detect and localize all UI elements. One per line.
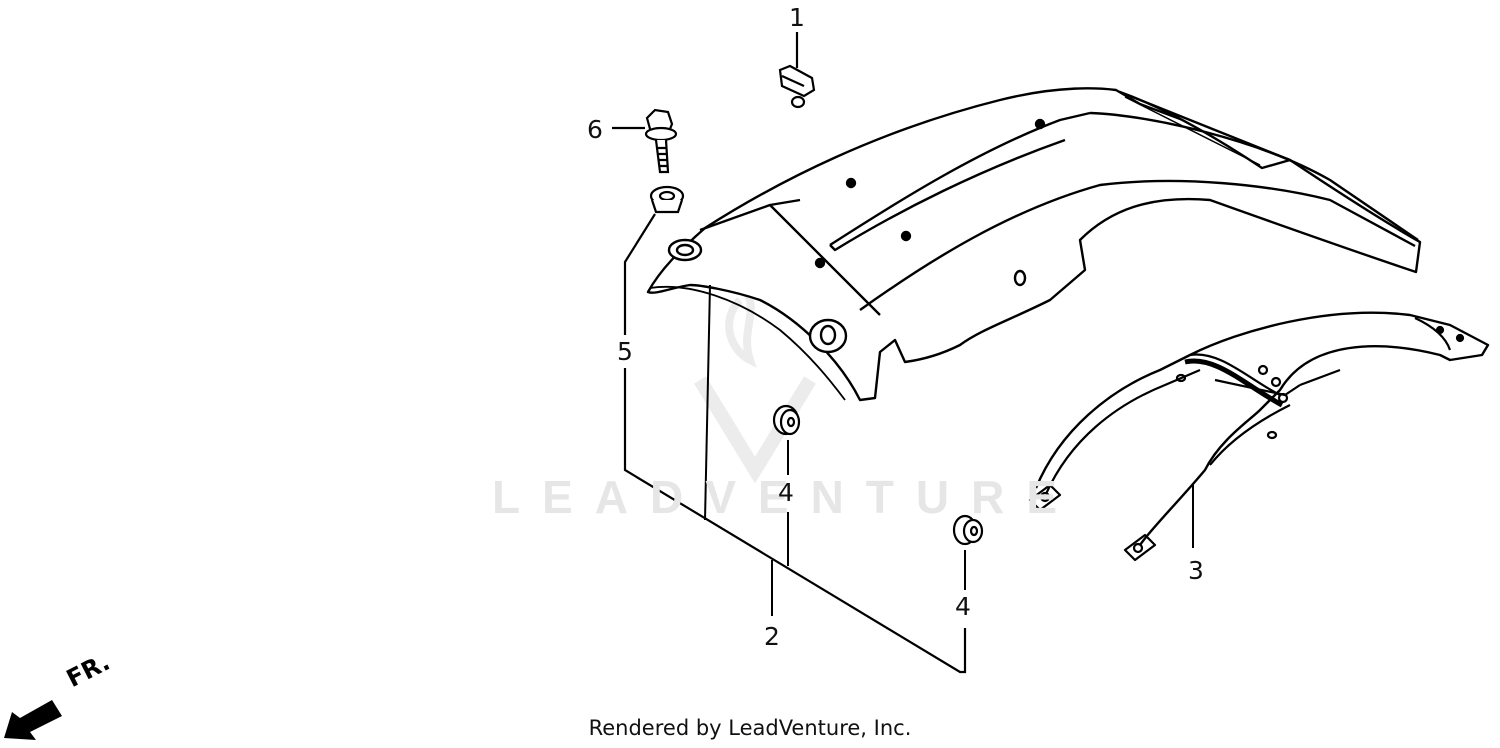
callout-2[interactable]: 2 [764, 622, 780, 651]
callout-4b[interactable]: 4 [955, 592, 971, 621]
callout-1[interactable]: 1 [789, 3, 805, 32]
leader-lines [771, 440, 1194, 616]
callout-5[interactable]: 5 [617, 337, 633, 366]
part-6-bolt[interactable] [612, 108, 678, 174]
watermark-text: LEADVENTURE [492, 471, 1080, 523]
callout-6[interactable]: 6 [587, 115, 603, 144]
part-4-grommet-b[interactable] [952, 514, 984, 546]
part-2-rear-fender[interactable] [646, 87, 1422, 521]
part-4-grommet-a[interactable] [772, 404, 801, 436]
part-5-washer[interactable] [623, 185, 967, 674]
callout-3[interactable]: 3 [1188, 556, 1204, 585]
footer-credit: Rendered by LeadVenture, Inc. [588, 716, 912, 740]
callout-4a[interactable]: 4 [778, 478, 794, 507]
front-direction-arrow-icon [4, 700, 62, 740]
part-3-fender-stay[interactable] [1028, 311, 1490, 562]
part-1-clip[interactable] [778, 32, 816, 109]
